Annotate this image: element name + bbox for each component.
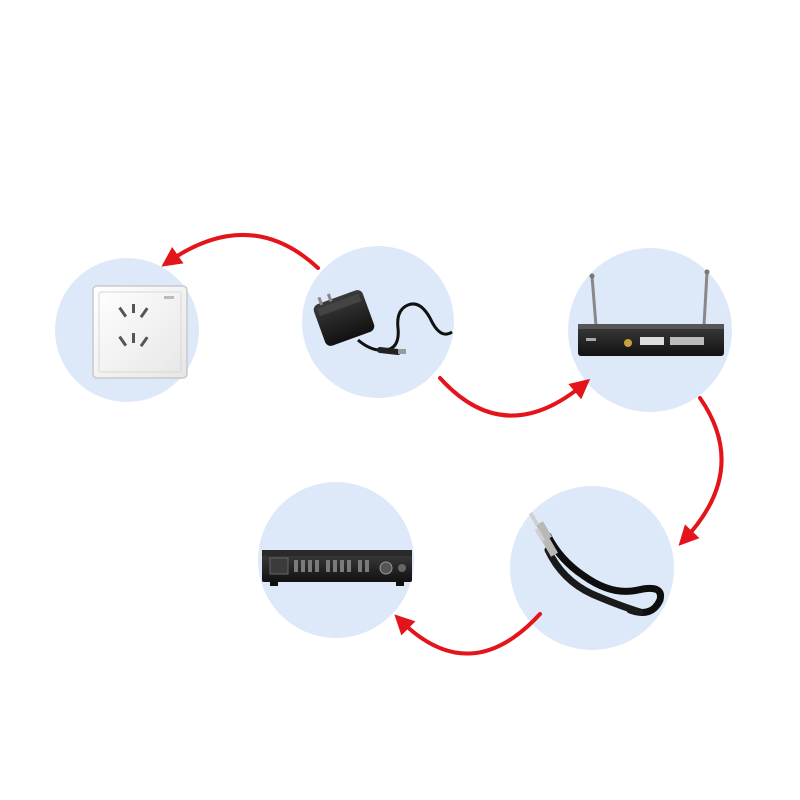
wireless-receiver-icon [578,269,724,356]
audio-cable-icon [528,511,664,616]
arrow-adapter-to-receiver [438,376,591,418]
wall-socket-icon [92,285,188,379]
arrow-adapter-to-socket [161,233,320,270]
power-adapter-icon [313,290,453,355]
amplifier-icon [262,550,412,586]
arrow-receiver-to-cable [678,396,724,546]
circle-audio-cable [510,486,674,650]
arrow-cable-to-amplifier [394,612,542,656]
circle-power-adapter [302,246,454,398]
